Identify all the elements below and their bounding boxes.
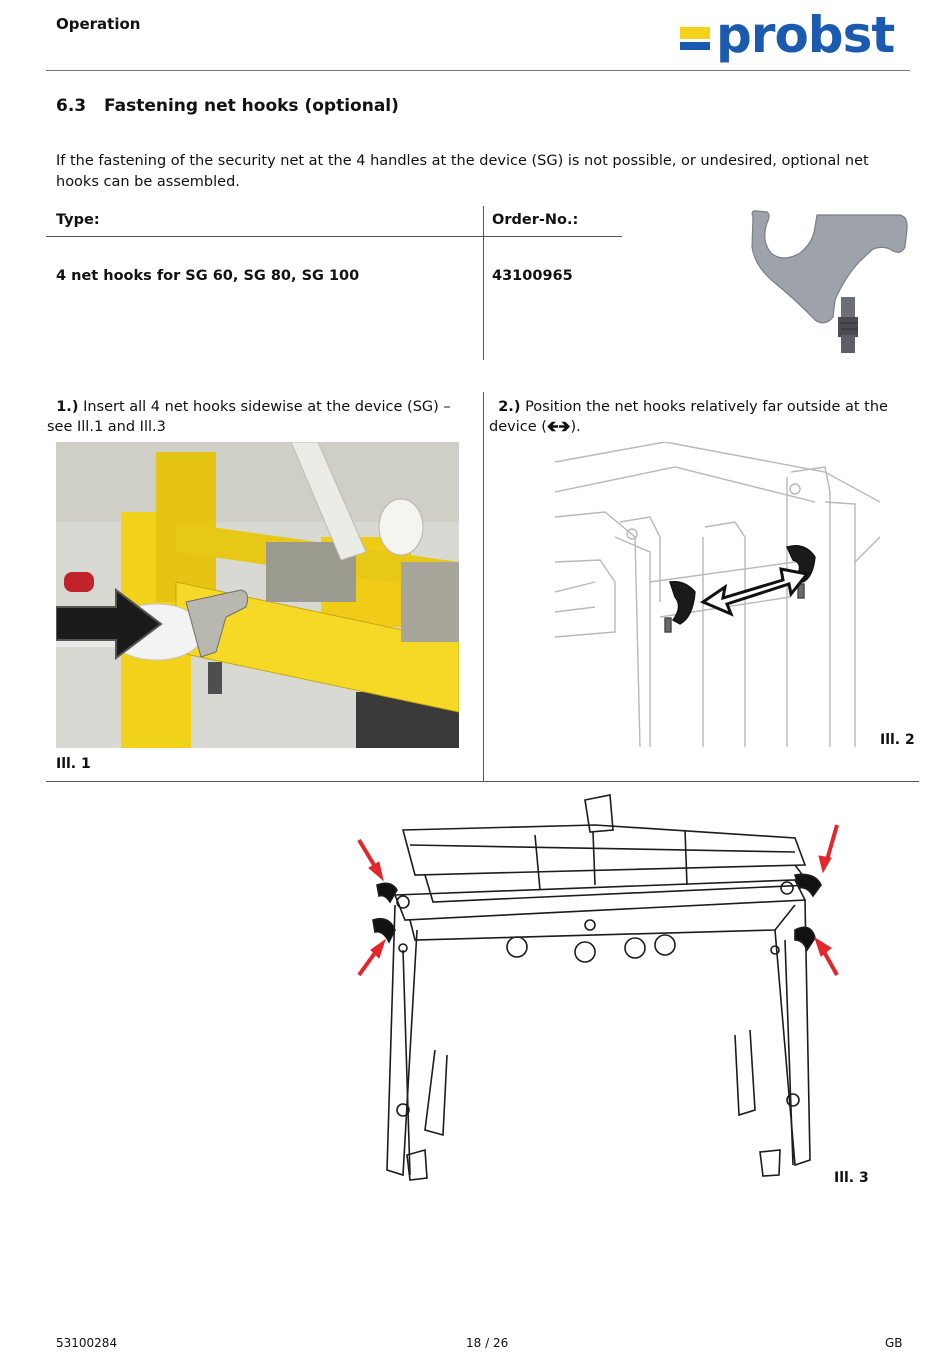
net-hook-image	[751, 210, 908, 353]
double-arrow-icon: 🡸🡺	[546, 419, 571, 435]
section-number: 6.3	[56, 96, 87, 116]
table-cell-type: 4 net hooks for SG 60, SG 80, SG 100	[56, 268, 360, 284]
illustration-2-label: Ill. 2	[880, 732, 915, 748]
steps-column-divider	[483, 392, 484, 782]
illustration-1-label: Ill. 1	[56, 756, 91, 772]
step-2-text: 2.) Position the net hooks relatively fa…	[489, 397, 909, 437]
footer-page-number: 18 / 26	[466, 1336, 509, 1350]
table-cell-order-no: 43100965	[492, 268, 573, 284]
illustration-1-photo	[56, 442, 459, 748]
illustration-3-label: Ill. 3	[834, 1170, 869, 1186]
intro-paragraph: If the fastening of the security net at …	[56, 153, 869, 190]
step-1-text: 1.) Insert all 4 net hooks sidewise at t…	[47, 397, 467, 437]
header-section-label: Operation	[56, 15, 141, 33]
table-header-type: Type:	[56, 212, 100, 228]
step-1-body: Insert all 4 net hooks sidewise at the d…	[47, 399, 451, 435]
logo-wordmark: probst	[716, 6, 895, 64]
table-header-rule	[46, 236, 622, 237]
section-title: Fastening net hooks (optional)	[104, 96, 399, 116]
steps-bottom-rule	[46, 781, 919, 782]
step-2-body: Position the net hooks relatively far ou…	[489, 399, 888, 435]
step-2-body-end: ).	[570, 419, 581, 435]
logo-blue-bar	[680, 42, 710, 50]
header-divider	[46, 70, 910, 71]
illustration-2-drawing	[555, 442, 880, 747]
table-column-divider	[483, 206, 484, 360]
footer-language: GB	[885, 1336, 903, 1350]
table-header-order-no: Order-No.:	[492, 212, 579, 228]
footer-document-number: 53100284	[56, 1336, 118, 1350]
probst-logo: probst	[680, 6, 905, 68]
logo-yellow-bar	[680, 27, 710, 39]
step-2-number: 2.)	[498, 399, 521, 415]
step-1-number: 1.)	[56, 399, 79, 415]
illustration-3-drawing	[357, 794, 839, 1181]
